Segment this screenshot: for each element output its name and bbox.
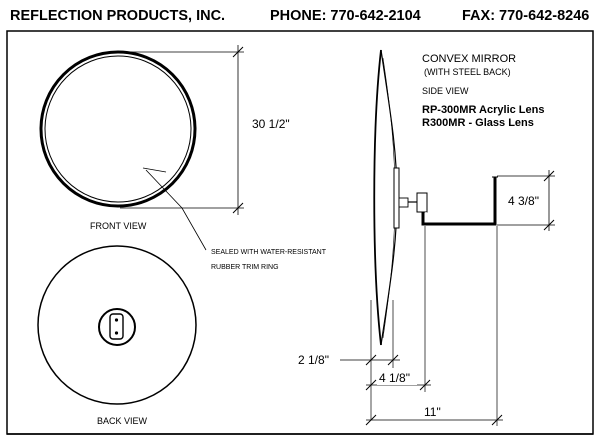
front-dim-label-bg [250, 116, 300, 132]
dim-height-label-bg [506, 192, 548, 207]
dim-height-tick-bottom [543, 219, 555, 231]
product-title: CONVEX MIRROR [422, 53, 516, 65]
side-back-inner [382, 57, 396, 339]
dim-overall: 11" [424, 405, 441, 419]
side-view-label: SIDE VIEW [422, 86, 469, 96]
back-view-bolt-bottom [114, 331, 119, 335]
dim-mount-depth: 4 1/8" [379, 371, 410, 385]
front-view-lens [44, 55, 192, 203]
dim-depth-tick-left [365, 354, 377, 366]
callout-line-1: SEALED WITH WATER-RESISTANT [211, 249, 327, 256]
phone-number: PHONE: 770-642-2104 [270, 8, 421, 24]
front-dim-tick-bottom [232, 202, 244, 214]
dim-depth-tick-right [387, 354, 399, 366]
side-lens-front [373, 49, 382, 346]
front-view-glint [142, 167, 167, 173]
callout-line-2: RUBBER TRIM RING [211, 264, 279, 271]
side-view-titles: CONVEX MIRROR (WITH STEEL BACK) SIDE VIE… [422, 53, 544, 129]
back-view-shell [37, 245, 197, 405]
front-dim-tick-top [232, 46, 244, 58]
drawing-border [6, 30, 594, 435]
dim-height-tick-top [543, 170, 555, 182]
trim-ring-callout: SEALED WITH WATER-RESISTANT RUBBER TRIM … [145, 169, 327, 271]
product-subtitle: (WITH STEEL BACK) [424, 67, 511, 77]
dim-overall-tick-right [491, 414, 503, 426]
front-view-trim-ring [39, 50, 197, 208]
side-bracket-inner [425, 177, 493, 222]
company-name: REFLECTION PRODUCTS, INC. [10, 8, 226, 24]
front-diameter-dimension: 30 1/2" [252, 117, 290, 131]
dim-bracket-height: 4 3/8" [508, 194, 539, 208]
front-view-label: FRONT VIEW [90, 221, 147, 231]
dim-overall-tick-left [365, 414, 377, 426]
dim-mount-tick-right [419, 379, 431, 391]
fax-number: FAX: 770-642-8246 [462, 8, 590, 24]
back-view-mount-plate [98, 308, 136, 346]
callout-leader [145, 169, 207, 251]
back-view-label: BACK VIEW [97, 416, 148, 426]
side-view: 4 3/8" 2 1/8" 4 1/8" 11" [298, 49, 555, 426]
back-view: BACK VIEW [37, 245, 197, 426]
dim-depth: 2 1/8" [298, 353, 329, 367]
front-view: 30 1/2" FRONT VIEW [39, 45, 300, 231]
dim-mount-label-bg [377, 371, 417, 385]
side-joint-nut [416, 192, 428, 213]
side-mounting-bracket [421, 177, 497, 226]
side-mount-plate [393, 167, 400, 229]
side-ball-joint [398, 197, 409, 208]
back-view-mount-bracket [109, 313, 124, 340]
back-view-bolt-top [114, 318, 119, 322]
model-glass: R300MR - Glass Lens [422, 117, 534, 129]
model-acrylic: RP-300MR Acrylic Lens [422, 104, 544, 116]
dim-mount-tick-left [365, 379, 377, 391]
